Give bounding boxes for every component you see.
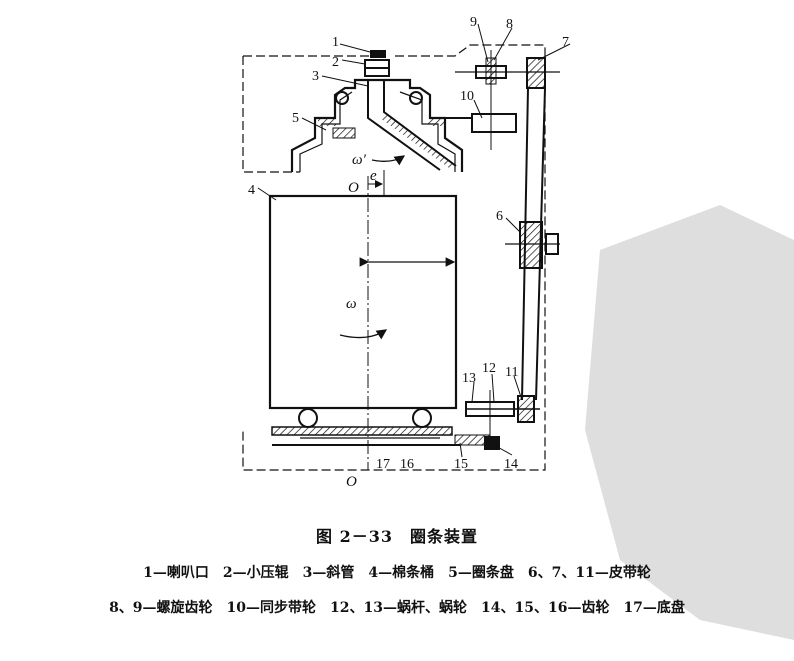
bearing-right bbox=[409, 91, 423, 105]
label-part-14: 14 bbox=[504, 457, 518, 472]
belt-left bbox=[521, 87, 529, 401]
caster-right bbox=[412, 408, 432, 428]
trumpet bbox=[370, 50, 386, 58]
figure-title: 图 2－33 圈条装置 bbox=[316, 527, 478, 546]
leader-lines bbox=[257, 23, 571, 458]
omega-symbol: ω bbox=[346, 296, 357, 312]
label-part-3: 3 bbox=[312, 69, 319, 84]
label-part-8: 8 bbox=[506, 17, 513, 32]
label-part-4: 4 bbox=[248, 183, 255, 198]
label-part-6: 6 bbox=[496, 209, 503, 224]
housing-hatch-left bbox=[318, 118, 336, 126]
pulley-6 bbox=[519, 221, 543, 269]
coiler-plate-inner bbox=[299, 91, 456, 172]
label-part-5: 5 bbox=[292, 111, 299, 126]
eccentricity-symbol: e bbox=[370, 168, 377, 184]
omega-arrow bbox=[339, 329, 388, 340]
machine-frame bbox=[242, 44, 546, 471]
inclined-tube-hatch bbox=[380, 112, 456, 170]
bearing-left bbox=[335, 91, 349, 105]
label-part-2: 2 bbox=[332, 55, 339, 70]
housing-hatch-right bbox=[428, 118, 446, 126]
watermark-shape bbox=[585, 205, 794, 640]
label-part-17: 17 bbox=[376, 457, 390, 472]
legend-line-1: 1—喇叭口 2—小压辊 3—斜管 4—棉条桶 5—圈条盘 6、7、11—皮带轮 bbox=[143, 565, 651, 581]
label-part-15: 15 bbox=[454, 457, 468, 472]
label-part-11: 11 bbox=[505, 365, 518, 380]
omega-prime-arrow bbox=[371, 155, 406, 166]
base-plate bbox=[271, 426, 453, 436]
label-part-1: 1 bbox=[332, 35, 339, 50]
pulley-7 bbox=[526, 57, 546, 89]
label-part-7: 7 bbox=[562, 35, 569, 50]
housing-hatch-block bbox=[332, 127, 356, 139]
axis-o-bottom: O bbox=[346, 474, 357, 490]
label-part-9: 9 bbox=[470, 15, 477, 30]
label-part-12: 12 bbox=[482, 361, 496, 376]
omega-prime-symbol: ω′ bbox=[352, 152, 367, 168]
pulley-11 bbox=[517, 395, 535, 423]
gear-14 bbox=[484, 436, 500, 450]
sliver-can bbox=[268, 194, 458, 410]
timing-pulley-10 bbox=[471, 113, 517, 133]
caster-left bbox=[298, 408, 318, 428]
label-part-13: 13 bbox=[462, 371, 476, 386]
legend-line-2: 8、9—螺旋齿轮 10—同步带轮 12、13—蜗杆、蜗轮 14、15、16—齿轮… bbox=[109, 600, 685, 616]
label-part-10: 10 bbox=[460, 89, 474, 104]
axis-o-top: O bbox=[348, 180, 359, 196]
belt-right bbox=[535, 87, 546, 401]
label-part-16: 16 bbox=[400, 457, 414, 472]
